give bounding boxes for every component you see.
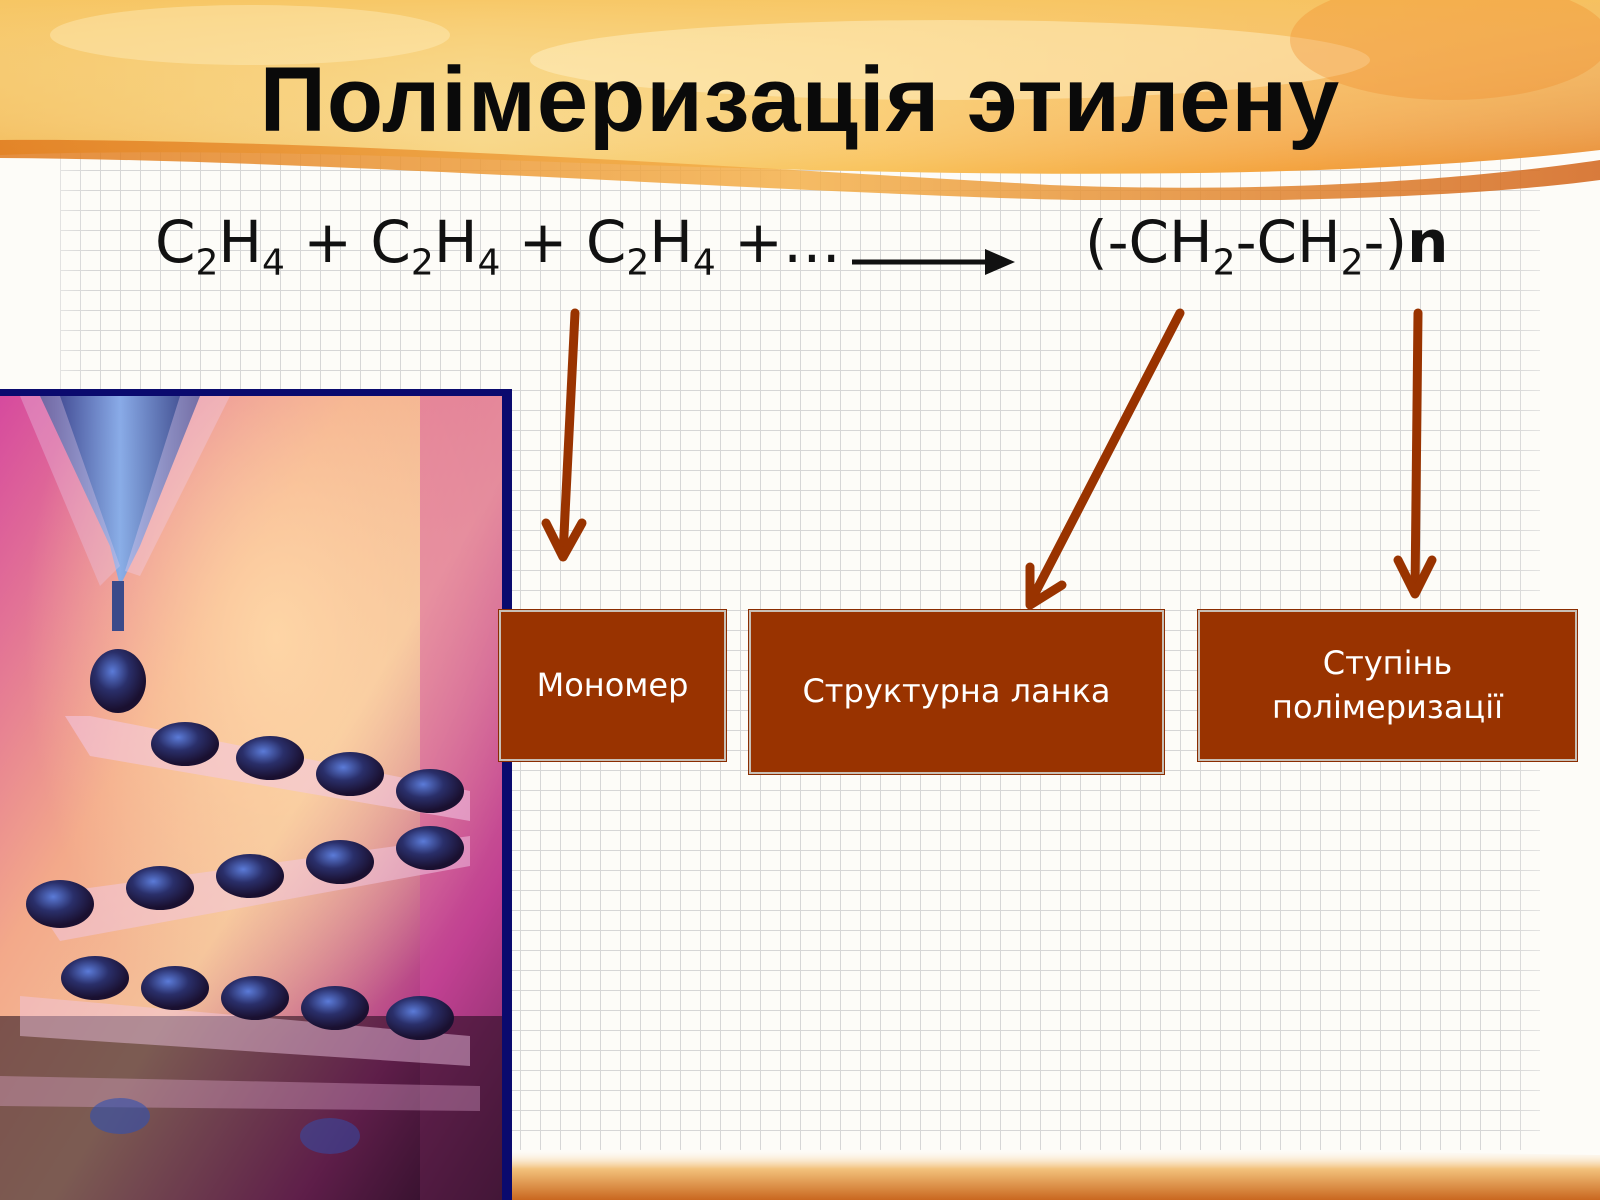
plus-sign: + [303, 208, 352, 276]
reactant-1: C2H4 [155, 208, 285, 284]
structural-unit-label: Структурна ланка [802, 672, 1111, 711]
structural-unit-box: Структурна ланка [749, 610, 1164, 774]
top-banner [0, 0, 1600, 200]
degree-label-line-1: Ступінь [1322, 644, 1453, 683]
plus-sign: + [734, 208, 783, 276]
monomer-label: Мономер [536, 665, 689, 704]
polymer-beads-photo [0, 389, 512, 1200]
polymerization-n: n [1407, 208, 1449, 276]
reactant-2: C2H4 [370, 208, 501, 284]
reactant-3: C2H4 [585, 208, 716, 284]
product-formula: (-CH2-CH2-)n [1085, 208, 1449, 284]
slide-title: Полімеризація этилену [259, 49, 1341, 151]
plus-sign: + [518, 208, 568, 276]
photo-illustration [0, 396, 502, 1200]
degree-label-line-2: полімеризації [1272, 687, 1503, 726]
ellipsis: … [782, 208, 841, 276]
reactants-formula: C2H4 + C2H4 + C2H4 +… [155, 208, 841, 284]
monomer-box: Мономер [499, 610, 726, 761]
degree-of-polymerization-box: Ступінь полімеризації [1198, 610, 1577, 761]
